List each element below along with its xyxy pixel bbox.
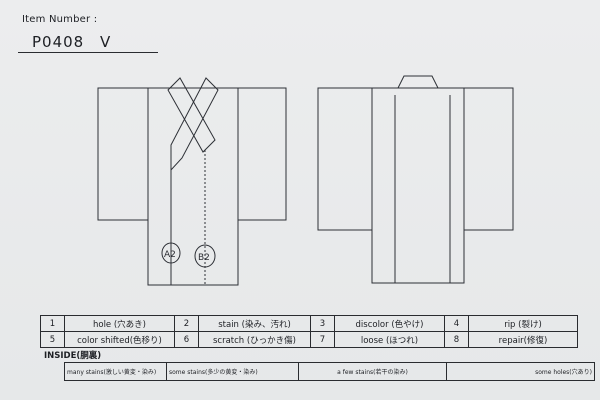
front-body — [147, 87, 239, 286]
legend-label: stain (染み、汚れ) — [198, 315, 311, 332]
back-left-sleeve — [317, 87, 373, 231]
legend-label: loose (ほつれ) — [334, 331, 445, 348]
legend-number: 5 — [40, 331, 65, 348]
legend-label: hole (穴あき) — [64, 315, 175, 332]
inside-label: INSIDE(胴裏) — [44, 351, 102, 361]
legend-label: rip (裂け) — [468, 315, 578, 332]
legend-label: repair(修復) — [468, 331, 578, 348]
kimono-front-view — [97, 77, 287, 286]
mark-a-label: A2 — [164, 250, 176, 260]
legend-label: scratch (ひっかき傷) — [198, 331, 311, 348]
legend-number: 1 — [40, 315, 65, 332]
inside-option: many stains(激しい黄変・染み) — [64, 362, 167, 381]
legend-number: 6 — [174, 331, 199, 348]
legend-row: 5 color shifted(色移り) 6 scratch (ひっかき傷) 7… — [40, 331, 578, 348]
front-left-sleeve — [97, 87, 149, 221]
kimono-back-view — [317, 75, 514, 284]
collar-band-right — [170, 77, 219, 172]
item-number-underline — [18, 52, 158, 53]
back-right-sleeve — [463, 87, 514, 231]
mark-b-label: B2 — [198, 253, 210, 263]
legend-number: 8 — [444, 331, 469, 348]
legend-label: color shifted(色移り) — [64, 331, 175, 348]
inside-option: some stains(多少の黄変・染み) — [166, 362, 299, 381]
mark-a-circle — [161, 242, 181, 264]
inside-lining-table: many stains(激しい黄変・染み) some stains(多少の黄変・… — [64, 362, 595, 381]
legend-number: 4 — [444, 315, 469, 332]
back-collar — [397, 75, 439, 89]
damage-legend-table: 1 hole (穴あき) 2 stain (染み、汚れ) 3 discolor … — [40, 315, 578, 348]
legend-number: 7 — [310, 331, 335, 348]
mark-b-circle — [194, 244, 216, 268]
legend-label: discolor (色やけ) — [334, 315, 445, 332]
collar-band-left — [167, 77, 216, 153]
inside-option: some holes(穴あり) — [446, 362, 595, 381]
legend-number: 2 — [174, 315, 199, 332]
legend-number: 3 — [310, 315, 335, 332]
item-number-label: Item Number : — [22, 14, 98, 25]
inside-row: many stains(激しい黄変・染み) some stains(多少の黄変・… — [64, 362, 595, 381]
item-number-value: P0408 V — [32, 33, 112, 51]
front-right-sleeve — [237, 87, 287, 221]
inside-option: a few stains(若干の染み) — [298, 362, 447, 381]
legend-row: 1 hole (穴あき) 2 stain (染み、汚れ) 3 discolor … — [40, 315, 578, 332]
